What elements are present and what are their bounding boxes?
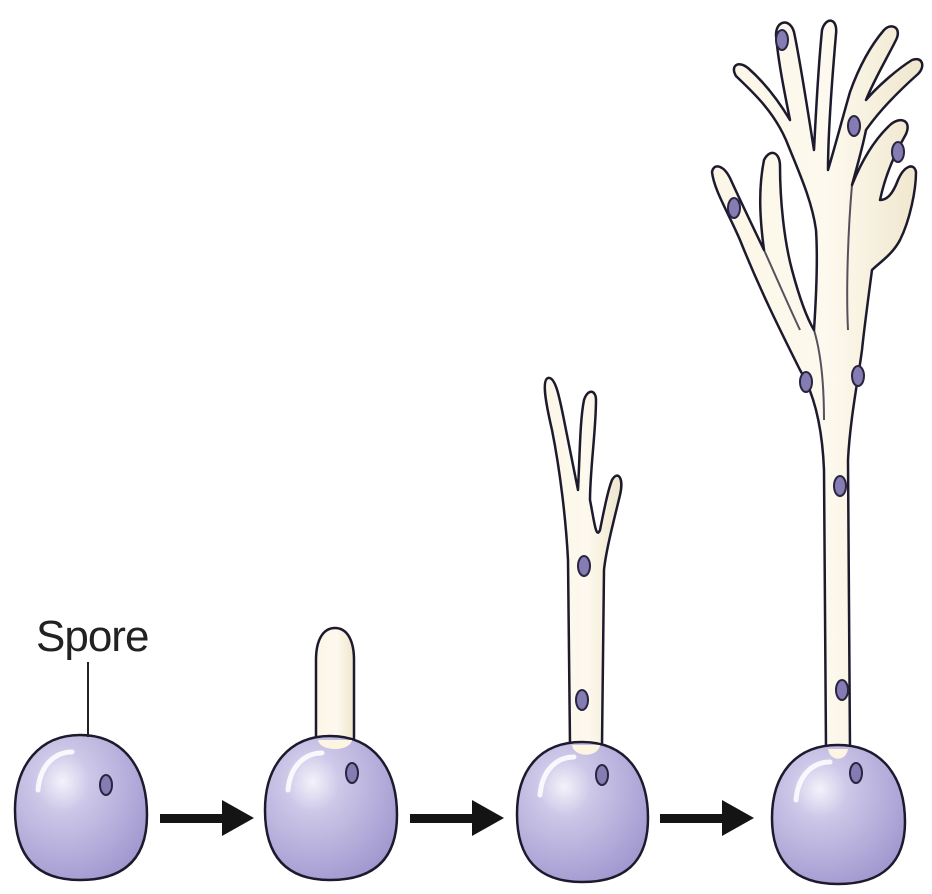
- nucleus: [850, 763, 862, 783]
- arrow-2: [410, 800, 504, 836]
- spore-body: [517, 742, 648, 882]
- arrow-1: [160, 800, 254, 836]
- stage-1-spore: [15, 662, 147, 880]
- nucleus: [852, 366, 864, 386]
- spore-body: [772, 745, 905, 884]
- spore-body: [15, 735, 147, 880]
- nucleus: [346, 763, 358, 783]
- nucleus: [578, 556, 590, 576]
- arrow-3: [660, 800, 754, 836]
- stage-2-germ-tube: [265, 628, 397, 880]
- nucleus: [100, 775, 112, 795]
- spore-label: Spore: [36, 612, 148, 662]
- nucleus: [892, 142, 904, 162]
- mycelium: [712, 21, 922, 750]
- nucleus: [776, 30, 788, 50]
- germ-tube: [316, 628, 354, 740]
- spore-body: [265, 736, 397, 880]
- nucleus: [728, 198, 740, 218]
- nucleus: [834, 476, 846, 496]
- nucleus: [836, 680, 848, 700]
- stage-4-branched-mycelium: [712, 21, 922, 884]
- nucleus: [576, 690, 588, 710]
- nucleus: [800, 372, 812, 392]
- stage-3-young-hypha: [517, 378, 648, 882]
- nucleus: [848, 116, 860, 136]
- nucleus: [596, 765, 608, 785]
